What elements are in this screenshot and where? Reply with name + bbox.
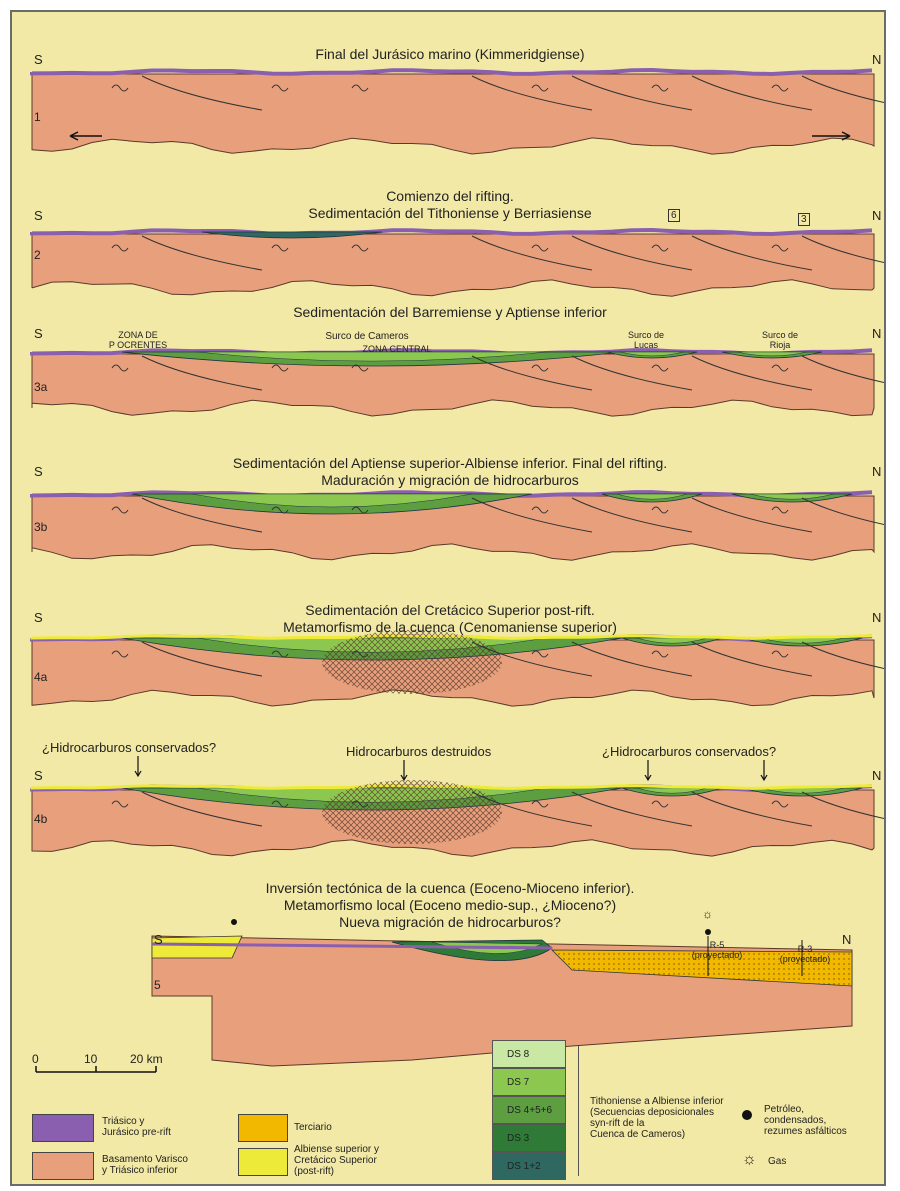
- panel-4a-title: Sedimentación del Cretácico Superior pos…: [12, 602, 886, 636]
- annotation-hc-conserved-left: ¿Hidrocarburos conservados?: [42, 740, 216, 755]
- panel-5-title: Inversión tectónica de la cuenca (Eoceno…: [12, 880, 886, 931]
- scale-tick-10: 10: [84, 1052, 97, 1066]
- panel-1-south: S: [34, 52, 43, 67]
- panel-4a-north: N: [872, 610, 881, 625]
- scale-tick-20km: 20 km: [130, 1052, 163, 1066]
- basement-1: [32, 74, 874, 154]
- legend-label-postrift: Albiense superior y Cretácico Superior (…: [294, 1144, 379, 1177]
- panel-1-number: 1: [34, 110, 41, 124]
- legend-ds456: DS 4+5+6: [492, 1096, 566, 1124]
- oil-dot-icon: [742, 1110, 752, 1120]
- metamorphism-zone-5: [322, 630, 502, 694]
- panel-3b-south: S: [34, 464, 43, 479]
- panel-3b-title: Sedimentación del Aptiense superior-Albi…: [12, 455, 886, 489]
- legend-label-basement: Basamento Varisco y Triásico inferior: [102, 1154, 188, 1176]
- panel-3b-number: 3b: [34, 520, 47, 534]
- panel-4b-north: N: [872, 768, 881, 783]
- panel5-postrift-wedge: [152, 936, 242, 958]
- legend-ds12: DS 1+2: [492, 1152, 566, 1180]
- legend-swatch-postrift: [238, 1148, 288, 1176]
- gas-sun-icon: ☼: [742, 1152, 757, 1168]
- panel-4b-south: S: [34, 768, 43, 783]
- legend-swatch-terciario: [238, 1114, 288, 1142]
- panel-3a-north: N: [872, 326, 881, 341]
- label-surco-lucas: Surco de Lucas: [616, 330, 676, 350]
- panel-3a-south: S: [34, 326, 43, 341]
- label-surco-rioja: Surco de Rioja: [750, 330, 810, 350]
- label-zona-pe: ZONA DE P OCRENTES: [98, 330, 178, 350]
- legend-label-prerift: Triásico y Jurásico pre-rift: [102, 1116, 171, 1138]
- hc-arrow-3: [761, 760, 767, 780]
- annotation-hc-destroyed: Hidrocarburos destruidos: [346, 744, 491, 759]
- legend-swatch-prerift: [32, 1114, 94, 1142]
- well-r3-label: R-3 (proyectado): [770, 944, 840, 964]
- prerift-layer-2: [32, 230, 872, 234]
- legend-ds7: DS 7: [492, 1068, 566, 1096]
- label-zona-central: ZONA CENTRAL: [342, 344, 452, 354]
- panel-3a-number: 3a: [34, 380, 47, 394]
- hc-arrow-2: [645, 760, 651, 780]
- panel-3a-title: Sedimentación del Barremiense y Aptiense…: [12, 304, 886, 321]
- prerift-layer-1: [32, 70, 872, 74]
- hc-arrow-1: [401, 760, 407, 780]
- panel-5-north: N: [842, 932, 851, 947]
- scale-bar: [36, 1066, 156, 1072]
- panel-5-number: 5: [154, 978, 161, 992]
- scale-tick-0: 0: [32, 1052, 39, 1066]
- label-surco-cameros: Surco de Cameros: [312, 332, 422, 342]
- metamorphism-zone-6: [322, 780, 502, 844]
- annotation-hc-conserved-right: ¿Hidrocarburos conservados?: [602, 744, 776, 759]
- panel-2-box-6: 6: [668, 209, 680, 222]
- panel-4b-number: 4b: [34, 812, 47, 826]
- legend-ds3: DS 3: [492, 1124, 566, 1152]
- legend-label-terciario: Terciario: [294, 1122, 332, 1133]
- figure-page: ☼ Final del Jurásico marino (Kimmeridgie…: [10, 10, 886, 1186]
- well-r5-label: R-5 (proyectado): [682, 940, 752, 960]
- panel-4a-south: S: [34, 610, 43, 625]
- legend-ds-bracket: [578, 1046, 579, 1176]
- panel-1-north: N: [872, 52, 881, 67]
- panel-2-north: N: [872, 208, 881, 223]
- panel-2-number: 2: [34, 248, 41, 262]
- legend-label-petroleo: Petróleo, condensados, rezumes asfáltico…: [764, 1104, 847, 1137]
- panel-2-title: Comienzo del rifting. Sedimentación del …: [12, 188, 886, 222]
- panel-2-south: S: [34, 208, 43, 223]
- legend-label-ds: Tithoniense a Albiense inferior (Secuenc…: [590, 1096, 724, 1140]
- legend-label-gas: Gas: [768, 1156, 786, 1167]
- panel-2-box-3: 3: [798, 213, 810, 226]
- legend-ds8: DS 8: [492, 1040, 566, 1068]
- panel-3b-north: N: [872, 464, 881, 479]
- legend-swatch-basement: [32, 1152, 94, 1180]
- hc-arrow-0: [135, 756, 141, 776]
- panel-5-south: S: [154, 932, 163, 947]
- panel-1-title: Final del Jurásico marino (Kimmeridgiens…: [12, 46, 886, 63]
- panel-4a-number: 4a: [34, 670, 47, 684]
